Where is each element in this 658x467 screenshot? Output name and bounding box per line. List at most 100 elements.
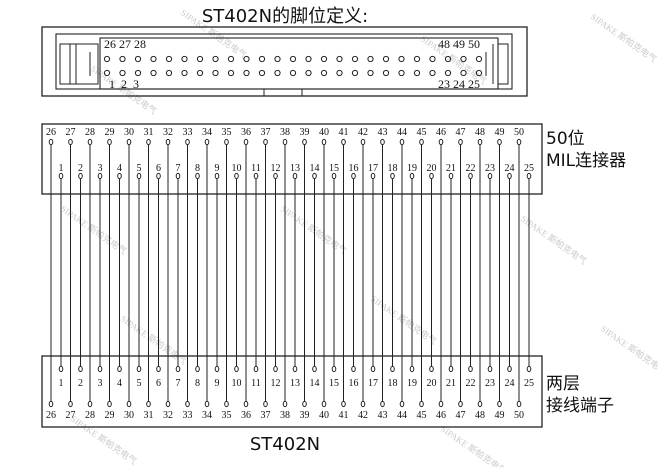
mil-top-pin-label: 48 bbox=[475, 127, 485, 138]
pin-circle bbox=[341, 400, 346, 408]
pin-circle bbox=[487, 172, 493, 180]
mil-bottom-pin-label: 22 bbox=[466, 163, 476, 174]
terminal-bottom-pin-label: 40 bbox=[319, 410, 329, 421]
pin-circle bbox=[360, 400, 366, 408]
header-pin bbox=[382, 55, 390, 63]
mil-bottom-pin-label: 11 bbox=[251, 163, 261, 174]
terminal-top-pin-label: 21 bbox=[446, 378, 456, 389]
pin-circle bbox=[263, 400, 268, 408]
pin-circle bbox=[253, 365, 259, 373]
header-pin bbox=[196, 69, 204, 77]
terminal-label-line1: 两层 bbox=[546, 374, 580, 394]
terminal-bottom-pin-label: 41 bbox=[339, 410, 349, 421]
diagram-caption: ST402N bbox=[249, 434, 321, 455]
pin-circle bbox=[487, 365, 493, 373]
terminal-top-pin-label: 17 bbox=[368, 378, 378, 389]
pin-circle bbox=[126, 138, 132, 146]
terminal-bottom-pin-label: 43 bbox=[378, 410, 388, 421]
terminal-top-pin-label: 20 bbox=[427, 378, 437, 389]
pin-circle bbox=[370, 365, 376, 373]
terminal-top-pin-label: 3 bbox=[98, 378, 103, 389]
mil-top-pin-label: 45 bbox=[417, 127, 427, 138]
header-pin bbox=[320, 55, 328, 63]
header-pin bbox=[336, 69, 343, 77]
mil-bottom-pin-label: 25 bbox=[524, 163, 534, 174]
mil-bottom-pin-label: 7 bbox=[176, 163, 181, 174]
mil-top-pin-label: 27 bbox=[66, 127, 76, 138]
mil-bottom-pin-label: 24 bbox=[505, 163, 515, 174]
pin-circle bbox=[273, 172, 278, 180]
pin-circle bbox=[282, 138, 288, 146]
pin-circle bbox=[156, 172, 161, 180]
mil-bottom-pin-label: 4 bbox=[117, 163, 122, 174]
pin-circle bbox=[507, 172, 512, 180]
header-pin bbox=[351, 55, 359, 63]
pin-circle bbox=[458, 400, 463, 408]
mil-top-pin-label: 30 bbox=[124, 127, 134, 138]
header-pin bbox=[336, 55, 343, 63]
mil-top-pin-label: 39 bbox=[300, 127, 310, 138]
terminal-top-pin-label: 13 bbox=[290, 378, 300, 389]
pin-circle bbox=[68, 400, 73, 408]
header-pin bbox=[212, 69, 219, 77]
header-pin bbox=[165, 69, 173, 77]
mil-bottom-pin-label: 21 bbox=[446, 163, 456, 174]
mil-bottom-pin-label: 19 bbox=[407, 163, 417, 174]
header-pin bbox=[119, 55, 126, 63]
mil-top-pin-label: 34 bbox=[202, 127, 212, 138]
mil-connector-label-line1: 50位 bbox=[546, 129, 585, 149]
pin-circle bbox=[273, 365, 278, 373]
terminal-top-pin-label: 18 bbox=[388, 378, 398, 389]
pin-circle bbox=[458, 138, 463, 146]
mil-bottom-pin-label: 10 bbox=[232, 163, 242, 174]
header-pin bbox=[165, 55, 173, 63]
mil-bottom-pin-label: 15 bbox=[329, 163, 339, 174]
terminal-top-pin-label: 22 bbox=[466, 378, 476, 389]
header-pin bbox=[351, 69, 359, 77]
terminal-top-pin-label: 5 bbox=[137, 378, 142, 389]
mil-connector-label-line2: MIL连接器 bbox=[546, 151, 627, 171]
terminal-bottom-pin-label: 26 bbox=[46, 410, 56, 421]
pin-circle bbox=[136, 365, 142, 373]
mil-bottom-pin-label: 8 bbox=[195, 163, 200, 174]
header-outer-frame bbox=[41, 26, 528, 97]
terminal-top-pin-label: 2 bbox=[78, 378, 83, 389]
pin-circle bbox=[526, 172, 532, 180]
pin-circle bbox=[282, 400, 288, 408]
mil-bottom-pin-label: 2 bbox=[78, 163, 83, 174]
pin-circle bbox=[526, 365, 532, 373]
page-title: ST402N的脚位定义: bbox=[201, 6, 369, 27]
header-pin bbox=[460, 55, 467, 63]
header-pin bbox=[289, 69, 297, 77]
terminal-top-pin-label: 6 bbox=[156, 378, 161, 389]
header-pin bbox=[475, 55, 483, 63]
mil-bottom-pin-label: 16 bbox=[349, 163, 359, 174]
header-pin bbox=[150, 69, 157, 77]
terminal-top-pin-label: 12 bbox=[271, 378, 281, 389]
mil-top-pin-label: 35 bbox=[222, 127, 232, 138]
pin-circle bbox=[107, 138, 112, 146]
header-pin bbox=[382, 69, 390, 77]
terminal-bottom-pin-label: 36 bbox=[241, 410, 251, 421]
pin-circle bbox=[146, 400, 151, 408]
pin-circle bbox=[321, 400, 327, 408]
pin-circle bbox=[175, 365, 181, 373]
header-pin bbox=[305, 55, 312, 63]
pin-circle bbox=[185, 138, 190, 146]
pin-circle bbox=[312, 365, 317, 373]
pin-circle bbox=[516, 400, 522, 408]
terminal-bottom-pin-label: 46 bbox=[436, 410, 446, 421]
header-pin bbox=[429, 55, 436, 63]
terminal-bottom-pin-label: 45 bbox=[417, 410, 427, 421]
pin-circle bbox=[126, 400, 132, 408]
terminal-top-pin-label: 15 bbox=[329, 378, 339, 389]
header-top-left-numbers: 26 27 28 bbox=[104, 37, 146, 51]
pin-circle bbox=[360, 138, 366, 146]
pin-circle bbox=[87, 400, 93, 408]
pin-circle bbox=[97, 172, 103, 180]
mil-top-pin-label: 37 bbox=[261, 127, 271, 138]
pin-circle bbox=[302, 400, 307, 408]
terminal-top-pin-label: 9 bbox=[215, 378, 220, 389]
header-pin bbox=[243, 69, 250, 77]
pin-circle bbox=[253, 172, 259, 180]
